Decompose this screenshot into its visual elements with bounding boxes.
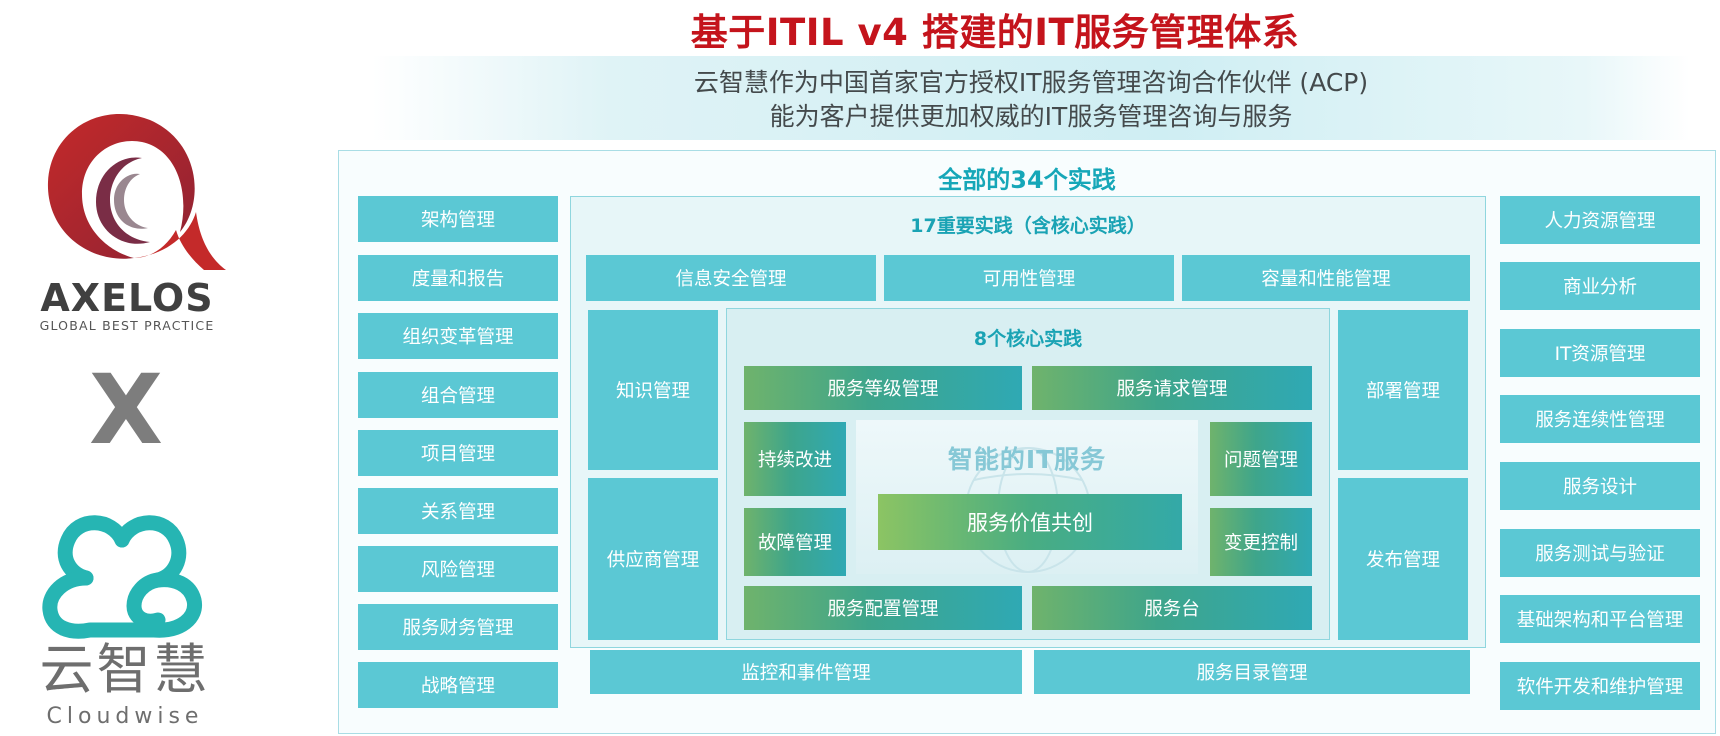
center-title: 智能的IT服务 — [947, 445, 1107, 474]
important-practice-tile: 监控和事件管理 — [590, 650, 1022, 694]
value-cocreation-tile: 服务价值共创 — [878, 494, 1182, 550]
subtitle-line-1: 云智慧作为中国首家官方授权IT服务管理咨询合作伙伴 (ACP) — [693, 68, 1369, 97]
subtitle-band — [372, 56, 1690, 140]
axelos-wordmark: AXELOS — [40, 276, 214, 320]
partnership-cross-icon: X — [88, 354, 163, 466]
practice-tile: 组织变革管理 — [358, 313, 558, 359]
practice-tile: IT资源管理 — [1500, 329, 1700, 377]
practice-tile: 服务连续性管理 — [1500, 395, 1700, 443]
core-practices-title: 8个核心实践 — [973, 328, 1083, 350]
important-practice-tile: 知识管理 — [588, 310, 718, 470]
practice-tile: 服务设计 — [1500, 462, 1700, 510]
cloudwise-logo-icon — [42, 515, 203, 639]
important-practices-title: 17重要实践（含核心实践） — [910, 215, 1146, 237]
practice-tile: 度量和报告 — [358, 255, 558, 301]
practice-tile: 项目管理 — [358, 430, 558, 476]
practice-tile: 风险管理 — [358, 546, 558, 592]
important-practice-tile: 容量和性能管理 — [1182, 255, 1470, 301]
practice-tile: 商业分析 — [1500, 262, 1700, 310]
axelos-logo-icon — [47, 113, 226, 270]
core-practice-tile: 服务请求管理 — [1032, 366, 1312, 410]
core-practice-tile: 服务台 — [1032, 586, 1312, 630]
practices-frame-title: 全部的34个实践 — [938, 166, 1116, 194]
important-practice-tile: 信息安全管理 — [586, 255, 876, 301]
practice-tile: 软件开发和维护管理 — [1500, 662, 1700, 710]
practice-tile: 关系管理 — [358, 488, 558, 534]
page-title: 基于ITIL v4 搭建的IT服务管理体系 — [690, 11, 1300, 54]
practice-tile: 战略管理 — [358, 662, 558, 708]
core-practice-tile: 故障管理 — [744, 508, 846, 576]
axelos-tagline: GLOBAL BEST PRACTICE — [39, 318, 215, 333]
important-practice-tile: 可用性管理 — [884, 255, 1174, 301]
core-practice-tile: 问题管理 — [1210, 422, 1312, 496]
important-practice-tile: 供应商管理 — [588, 478, 718, 640]
practice-tile: 组合管理 — [358, 372, 558, 418]
core-practice-tile: 持续改进 — [744, 422, 846, 496]
important-practice-tile: 发布管理 — [1338, 478, 1468, 640]
important-practice-tile: 部署管理 — [1338, 310, 1468, 470]
practice-tile: 架构管理 — [358, 196, 558, 242]
subtitle-line-2: 能为客户提供更加权威的IT服务管理咨询与服务 — [769, 102, 1293, 131]
cloudwise-chinese-wordmark: 云智慧 — [39, 638, 211, 701]
core-practice-tile: 服务配置管理 — [744, 586, 1022, 630]
cloudwise-english-wordmark: Cloudwise — [46, 704, 204, 729]
practice-tile: 服务财务管理 — [358, 604, 558, 650]
core-practice-tile: 服务等级管理 — [744, 366, 1022, 410]
core-practice-tile: 变更控制 — [1210, 508, 1312, 576]
practice-tile: 基础架构和平台管理 — [1500, 595, 1700, 643]
practice-tile: 服务测试与验证 — [1500, 529, 1700, 577]
important-practice-tile: 服务目录管理 — [1034, 650, 1470, 694]
practice-tile: 人力资源管理 — [1500, 196, 1700, 244]
